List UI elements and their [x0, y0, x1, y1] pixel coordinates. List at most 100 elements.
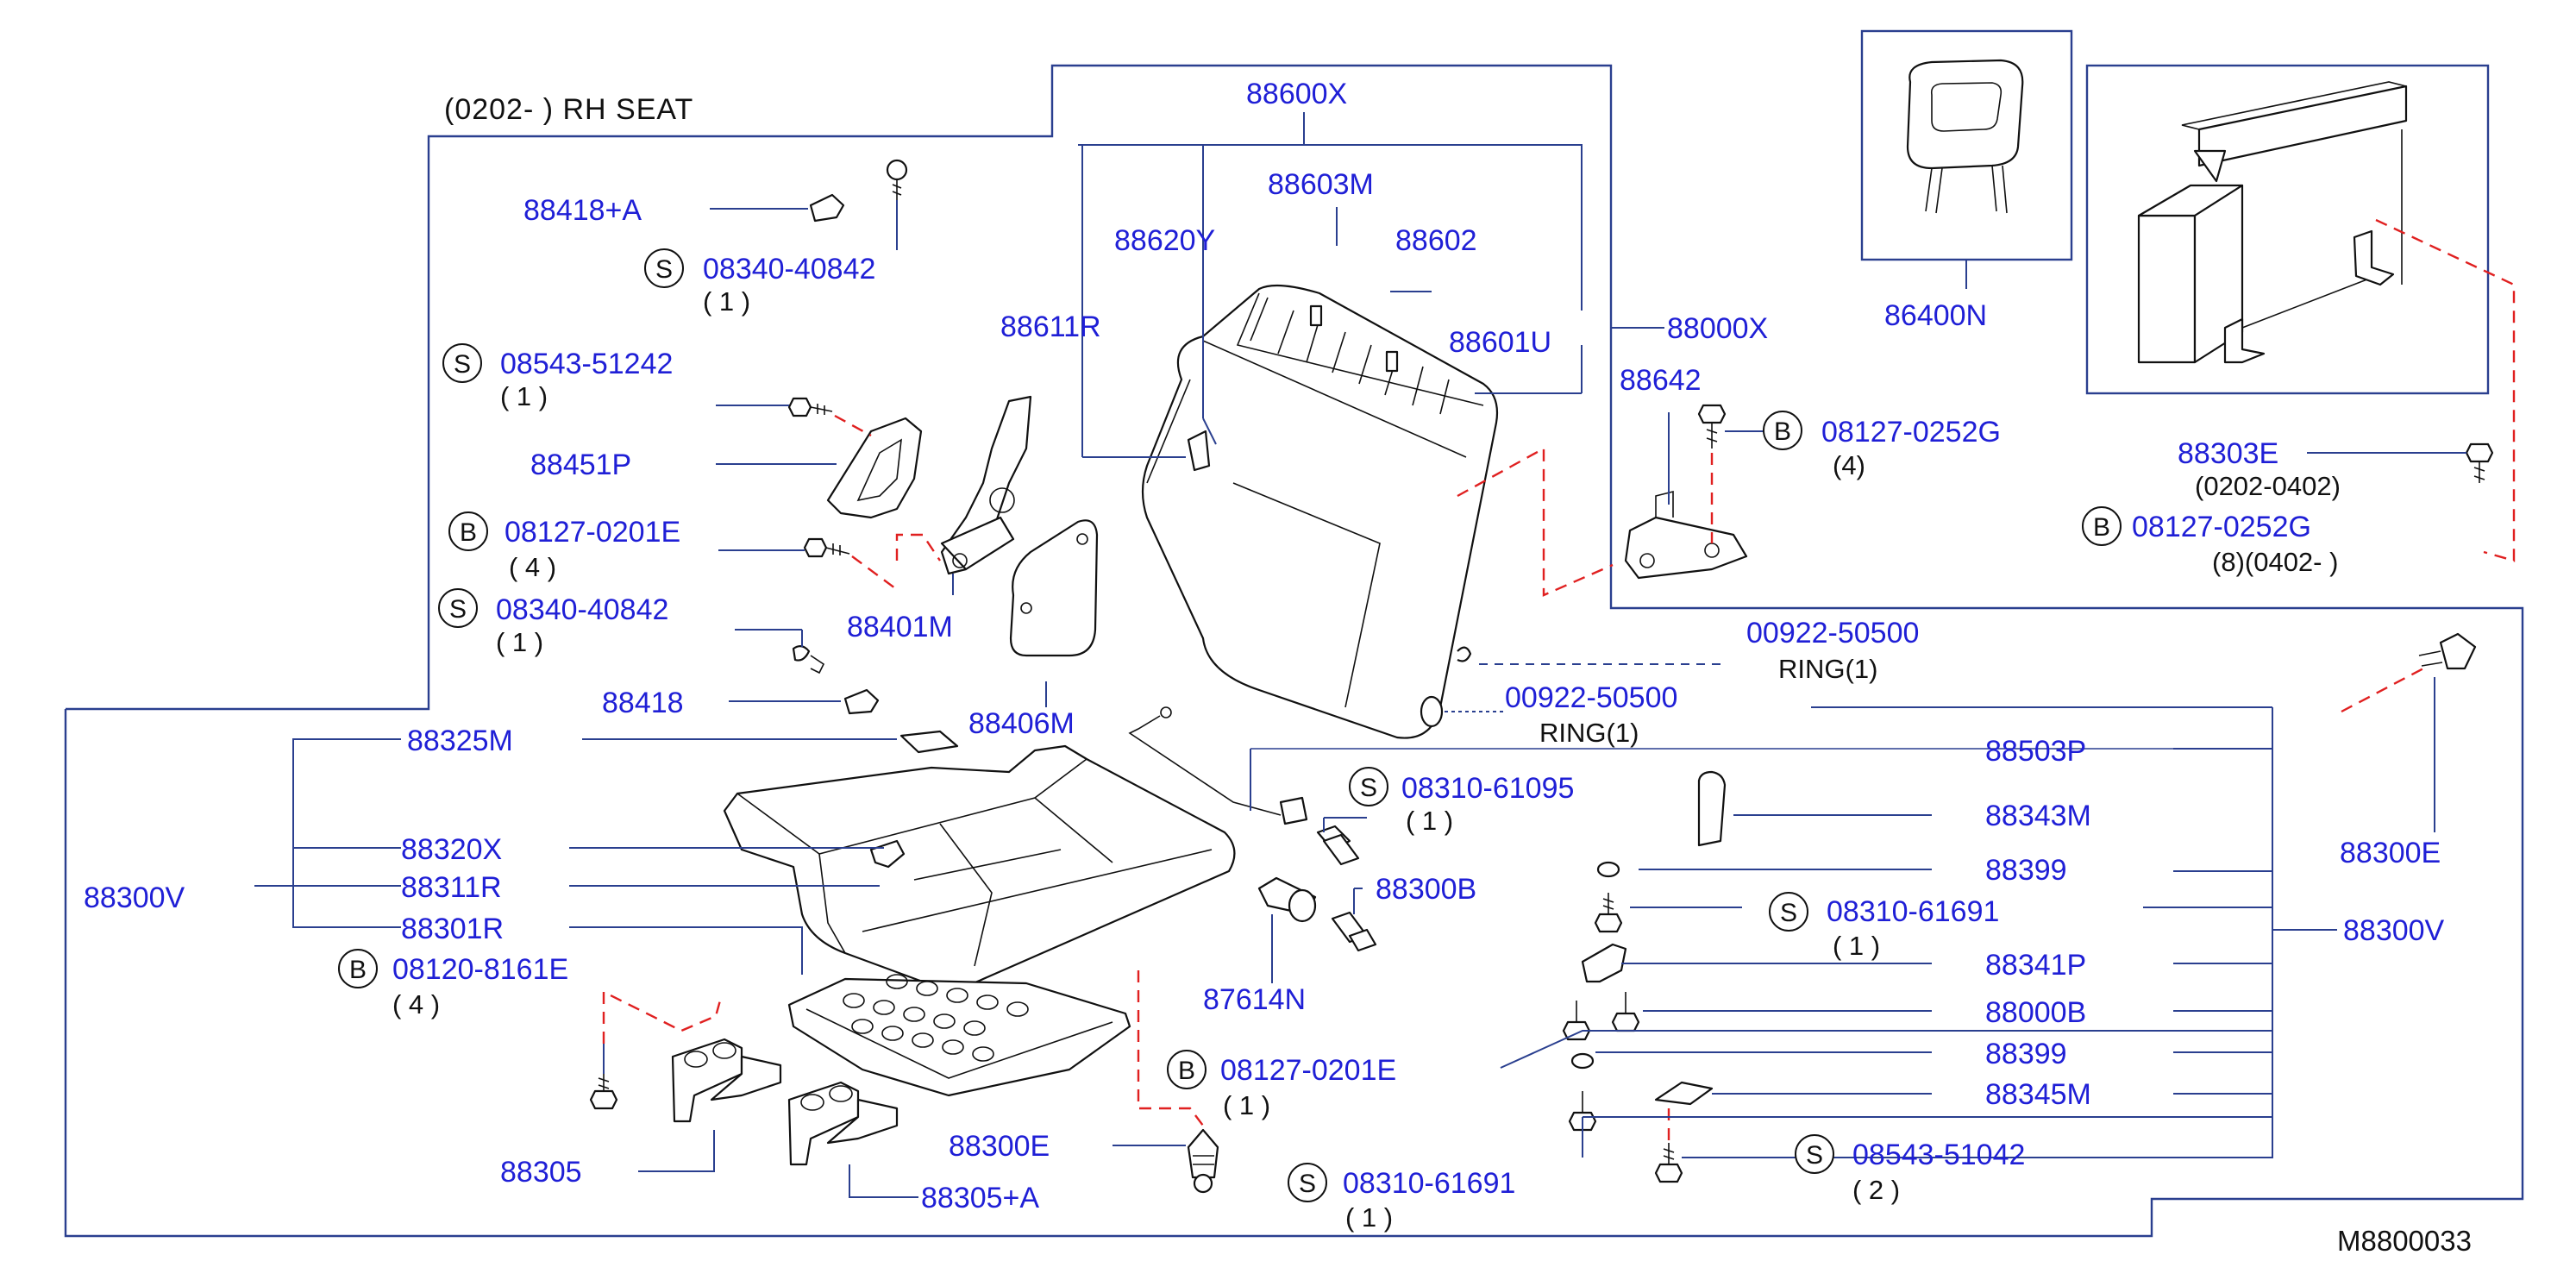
- label-08120-8161E[interactable]: 08120-8161E: [392, 953, 568, 986]
- qty-4-b: ( 4 ): [509, 552, 556, 582]
- bolt-08310-61691-right-icon: [1594, 893, 1623, 933]
- symbol-S-08543-51242: S: [442, 343, 482, 383]
- symbol-S-08543-51042: S: [1795, 1134, 1834, 1174]
- label-08310-61095[interactable]: 08310-61095: [1401, 772, 1574, 805]
- knob-cover-88418A-icon: [809, 193, 845, 223]
- label-08127-0201E-top[interactable]: 08127-0201E: [505, 516, 680, 549]
- symbol-S-08340-bottom: S: [438, 588, 478, 628]
- rail-block-88305-icon: [671, 1038, 782, 1123]
- svg-text:B: B: [1774, 417, 1791, 446]
- label-88601U[interactable]: 88601U: [1449, 326, 1551, 359]
- label-08310-61691-right[interactable]: 08310-61691: [1827, 895, 1999, 928]
- rail-block-88305A-icon: [787, 1081, 899, 1166]
- label-88399-top[interactable]: 88399: [1985, 854, 2067, 887]
- bolt-88000B-icon: [1611, 992, 1640, 1032]
- clip-dashed-guide: [1137, 970, 1204, 1126]
- label-00922-50500-bottom[interactable]: 00922-50500: [1505, 681, 1677, 714]
- label-08127-0252G-right[interactable]: 08127-0252G: [2132, 511, 2311, 543]
- ring-1-bottom: RING(1): [1539, 718, 1639, 748]
- qty-8-0402: (8)(0402- ): [2212, 547, 2338, 577]
- svg-text:S: S: [1360, 774, 1377, 802]
- label-88406M[interactable]: 88406M: [968, 707, 1075, 740]
- label-88611R[interactable]: 88611R: [1000, 311, 1101, 343]
- label-88451P[interactable]: 88451P: [530, 449, 631, 481]
- label-88320X[interactable]: 88320X: [401, 833, 502, 866]
- label-08310-61691-bottom[interactable]: 08310-61691: [1343, 1167, 1515, 1200]
- qty-1-f: ( 1 ): [1345, 1202, 1393, 1233]
- symbol-B-08127-0201E-top: B: [448, 511, 488, 551]
- label-88300V-right[interactable]: 88300V: [2343, 914, 2445, 947]
- label-88325M-icon: [899, 730, 959, 754]
- label-08543-51042[interactable]: 08543-51042: [1852, 1139, 2025, 1171]
- label-88603M[interactable]: 88603M: [1268, 168, 1374, 201]
- label-88305A[interactable]: 88305+A: [921, 1182, 1039, 1214]
- label-88301R[interactable]: 88301R: [401, 913, 504, 945]
- label-86400N[interactable]: 86400N: [1884, 299, 1987, 332]
- label-88000B[interactable]: 88000B: [1985, 996, 2086, 1029]
- qty-1-g: ( 1 ): [1833, 931, 1880, 961]
- svg-text:S: S: [1806, 1141, 1823, 1170]
- svg-text:S: S: [454, 350, 471, 379]
- label-08340-40842-top[interactable]: 08340-40842: [703, 253, 875, 285]
- range-0202-0402: (0202-0402): [2195, 471, 2341, 501]
- recliner-hinge-icon: [940, 395, 1032, 575]
- label-88600X[interactable]: 88600X: [1246, 78, 1347, 110]
- label-08543-51242[interactable]: 08543-51242: [500, 348, 673, 380]
- diagram-title: (0202- ) RH SEAT: [444, 93, 693, 126]
- symbol-B-08120-8161E: B: [338, 949, 378, 988]
- label-88325M[interactable]: 88325M: [407, 725, 513, 757]
- cover-88343M-icon: [1697, 770, 1727, 847]
- label-88300E-left[interactable]: 88300E: [949, 1130, 1050, 1163]
- label-88620Y[interactable]: 88620Y: [1114, 224, 1215, 257]
- screw-08340-top-icon: [886, 159, 908, 200]
- label-00922-50500-top[interactable]: 00922-50500: [1746, 617, 1919, 649]
- bolt-08543-51242-icon: [787, 397, 833, 417]
- label-88401M[interactable]: 88401M: [847, 611, 953, 643]
- rail-dashed-guide: [602, 990, 722, 1044]
- ring-00922-top-icon: [1457, 646, 1472, 662]
- label-88305[interactable]: 88305: [500, 1156, 582, 1189]
- label-87614N[interactable]: 87614N: [1203, 983, 1306, 1016]
- label-88418[interactable]: 88418: [602, 687, 684, 719]
- recliner-knob-icon: [826, 417, 923, 519]
- svg-text:B: B: [2093, 513, 2110, 542]
- qty-1-a: ( 1 ): [703, 286, 750, 317]
- label-08127-0252G-top[interactable]: 08127-0252G: [1821, 416, 2001, 449]
- bolt-08120-8161E-icon: [589, 1074, 618, 1110]
- label-08340-40842-bottom[interactable]: 08340-40842: [496, 593, 668, 626]
- label-88341P[interactable]: 88341P: [1985, 949, 2086, 982]
- label-88303E[interactable]: 88303E: [2178, 437, 2278, 470]
- svg-text:B: B: [1178, 1057, 1195, 1085]
- bracket-inset-box: [2085, 64, 2490, 395]
- label-88311R[interactable]: 88311R: [401, 871, 502, 904]
- hinge-dashed-guide: [895, 533, 941, 562]
- symbol-B-08127-0252G-top: B: [1763, 411, 1802, 450]
- bolt-08543-51042-icon: [1654, 1143, 1683, 1183]
- label-88300V-left[interactable]: 88300V: [84, 882, 185, 914]
- clip-88300E-right-icon: [2418, 632, 2477, 670]
- bolt-08127-0252G-icon: [1697, 404, 1727, 449]
- ring-1-top: RING(1): [1778, 654, 1877, 684]
- label-88345M[interactable]: 88345M: [1985, 1078, 2091, 1111]
- label-88503P[interactable]: 88503P: [1985, 735, 2086, 768]
- label-88343M[interactable]: 88343M: [1985, 800, 2091, 832]
- label-88399-bottom[interactable]: 88399: [1985, 1038, 2067, 1070]
- bolt-88000B-left-icon: [1562, 1001, 1591, 1041]
- symbol-S-08310-61691-right: S: [1769, 892, 1808, 932]
- bolt-88303E-icon: [2465, 442, 2494, 483]
- bolt-87614N-icon: [1257, 876, 1317, 923]
- label-88602[interactable]: 88602: [1395, 224, 1477, 257]
- label-88642[interactable]: 88642: [1620, 364, 1702, 397]
- symbol-B-08127-0252G-right: B: [2082, 506, 2122, 546]
- label-88418A[interactable]: 88418+A: [523, 194, 642, 227]
- svg-text:S: S: [655, 255, 673, 284]
- label-88000X[interactable]: 88000X: [1667, 312, 1768, 345]
- qty-4-c: ( 4 ): [392, 989, 440, 1020]
- label-88300E-right[interactable]: 88300E: [2340, 837, 2441, 869]
- seat-rail-bracket-icon: [2137, 81, 2408, 364]
- label-88300B[interactable]: 88300B: [1376, 873, 1476, 906]
- label-08127-0201E-bottom[interactable]: 08127-0201E: [1220, 1054, 1396, 1087]
- clip-88300E-icon: [1187, 1128, 1219, 1194]
- qty-1-b: ( 1 ): [500, 381, 548, 411]
- symbol-B-08127-0201E-bottom: B: [1167, 1050, 1207, 1089]
